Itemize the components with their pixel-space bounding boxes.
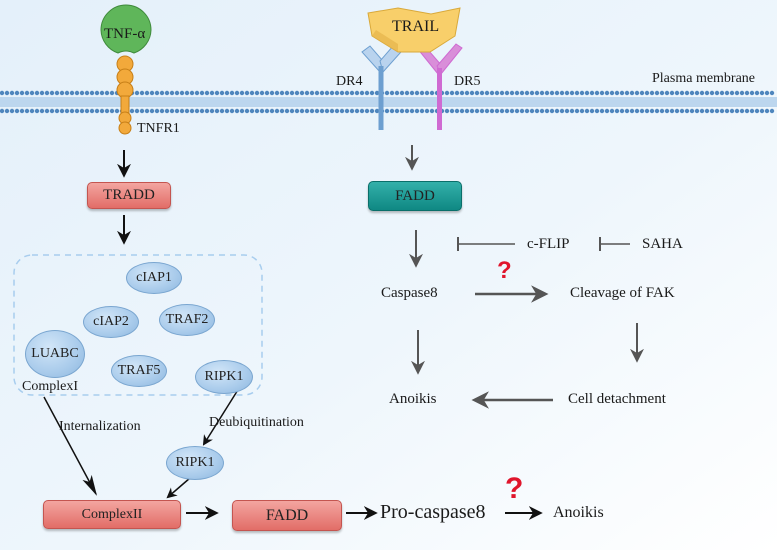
arrow-internalization <box>43 396 97 496</box>
tnfr1-label: TNFR1 <box>137 121 180 136</box>
plasma-membrane-label: Plasma membrane <box>652 71 756 86</box>
arrow-deubiquitination <box>202 384 242 446</box>
dr4-label: DR4 <box>336 74 363 89</box>
cflip-label: c-FLIP <box>527 236 570 252</box>
inhibit-saha-cflip <box>599 237 630 251</box>
ripk1-label: RIPK1 <box>204 369 244 384</box>
tnf-alpha-ligand <box>100 4 152 54</box>
fadd-left-box: FADD <box>232 500 342 531</box>
complex-one-label: ComplexI <box>22 379 78 394</box>
saha-label: SAHA <box>642 236 683 252</box>
tnf-alpha-label: TNF-α <box>104 26 146 42</box>
dr5-label: DR5 <box>454 74 481 89</box>
cell-detachment-label: Cell detachment <box>568 391 666 407</box>
procaspase8-label: Pro-caspase8 <box>380 501 486 523</box>
ciap2-label: cIAP2 <box>93 314 129 329</box>
anoikis-left-label: Anoikis <box>553 504 604 521</box>
ripk1-lower-oval: RIPK1 <box>166 446 224 480</box>
deubiquitination-label: Deubiquitination <box>209 415 304 430</box>
arrow-ripk1-to-complex2 <box>166 477 191 499</box>
inhibit-cflip-caspase8 <box>457 237 515 251</box>
complex-member-ripk1: RIPK1 <box>195 360 253 394</box>
internalization-label: Internalization <box>59 419 141 434</box>
luabc-label: LUABC <box>31 346 79 361</box>
question-mark-left: ? <box>505 472 524 505</box>
plasma-membrane <box>0 90 777 114</box>
traf2-label: TRAF2 <box>165 312 209 327</box>
caspase8-label: Caspase8 <box>381 285 438 301</box>
trail-ligand <box>367 7 461 53</box>
fadd-right-box: FADD <box>368 181 462 211</box>
complex-member-traf5: TRAF5 <box>111 355 167 387</box>
complex-one-region <box>13 254 263 396</box>
tradd-label: TRADD <box>103 187 155 203</box>
question-mark-right: ? <box>497 257 512 284</box>
tradd-box: TRADD <box>87 182 171 209</box>
complex-member-ciap1: cIAP1 <box>126 262 182 294</box>
dr4-receptor <box>361 45 402 130</box>
cleavage-fak-label: Cleavage of FAK <box>570 285 675 301</box>
ripk1-lower-label: RIPK1 <box>175 455 215 470</box>
trail-label: TRAIL <box>392 18 440 35</box>
complex-member-luabc: LUABC <box>25 330 85 378</box>
fadd-right-label: FADD <box>395 187 435 204</box>
tnfr1-receptor <box>116 55 134 135</box>
fadd-left-label: FADD <box>265 506 309 524</box>
ciap1-label: cIAP1 <box>136 270 172 285</box>
complex-member-traf2: TRAF2 <box>159 304 215 336</box>
complex-member-ciap2: cIAP2 <box>83 306 139 338</box>
complex-two-box: ComplexII <box>43 500 181 529</box>
traf5-label: TRAF5 <box>117 363 161 378</box>
complex-two-label: ComplexII <box>81 506 143 522</box>
anoikis-right-label: Anoikis <box>389 391 437 407</box>
